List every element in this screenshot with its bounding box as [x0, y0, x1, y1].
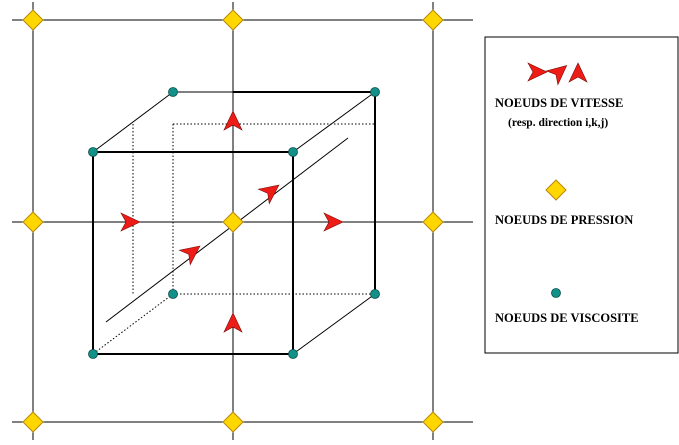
velocity-arrow-icon [223, 110, 243, 131]
velocity-arrow-icon [223, 312, 243, 333]
viscosity-node-icon [88, 147, 98, 157]
velocity-arrow-icon [323, 212, 344, 232]
legend-pressure-icon [545, 179, 567, 201]
pressure-node-icon [422, 9, 444, 31]
viscosity-node-icon [370, 289, 380, 299]
pressure-node-icon [22, 9, 44, 31]
legend-viscosity-label: NOEUDS DE VISCOSITE [495, 311, 639, 325]
viscosity-node-icon [288, 349, 298, 359]
cube-edge [92, 91, 174, 153]
pressure-node-icon [422, 211, 444, 233]
viscosity-node-icon [88, 349, 98, 359]
legend-velocity-icon [527, 62, 588, 86]
pressure-node-icon [422, 411, 444, 433]
legend-box [484, 36, 679, 354]
velocity-j-icon [568, 62, 588, 83]
pressure-node-icon [22, 411, 44, 433]
velocity-k-icon [545, 65, 568, 86]
cube-front-face [92, 151, 294, 355]
legend-velocity-sublabel: (resp. direction i,k,j) [508, 117, 608, 129]
pressure-node-icon [222, 411, 244, 433]
cube-edge [292, 293, 376, 355]
viscosity-node-icon [168, 87, 178, 97]
cube-hidden-edge [92, 293, 174, 355]
pressure-nodes [22, 9, 444, 433]
velocity-arrow-icon [120, 212, 141, 232]
velocity-arrow-icon [178, 245, 201, 266]
velocity-arrow-icon [257, 184, 280, 205]
viscosity-node-icon [288, 147, 298, 157]
pressure-node-icon [222, 9, 244, 31]
cube-diagonal-axis [105, 137, 349, 323]
legend: NOEUDS DE VITESSE (resp. direction i,k,j… [484, 36, 679, 354]
cube-edge [292, 91, 376, 153]
viscosity-node-icon [370, 87, 380, 97]
cube-bold-edges [92, 91, 376, 355]
pressure-node-icon [22, 211, 44, 233]
viscosity-node-icon [168, 289, 178, 299]
velocity-nodes [120, 110, 344, 333]
legend-pressure-label: NOEUDS DE PRESSION [495, 213, 633, 227]
viscosity-nodes [88, 87, 380, 359]
cube-receding-edges [92, 91, 376, 355]
legend-velocity-label: NOEUDS DE VITESSE [495, 96, 623, 110]
legend-viscosity-icon [551, 288, 561, 298]
velocity-i-icon [527, 62, 548, 82]
pressure-node-icon [222, 211, 244, 233]
